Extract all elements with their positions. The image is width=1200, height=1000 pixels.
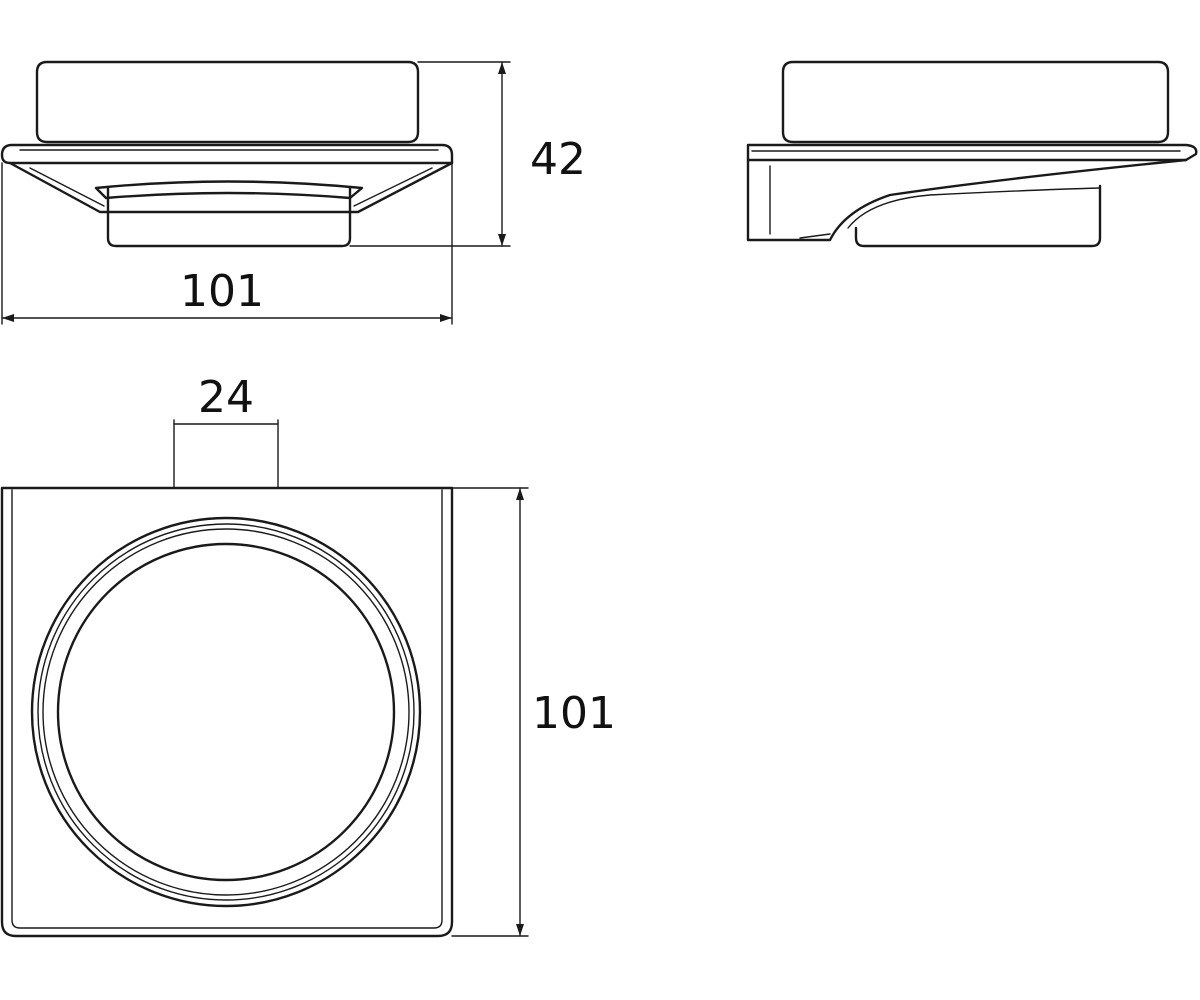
top-ring-3 [42, 528, 410, 896]
side-mount [746, 158, 1188, 242]
dim-width-arrow-right [440, 314, 452, 322]
dim-width-arrow-left [2, 314, 14, 322]
top-square-plate [0, 486, 454, 938]
front-bracket-inner [29, 167, 105, 207]
side-curve [847, 187, 1101, 229]
top-outer-ring [30, 516, 422, 908]
front-base-plate [0, 143, 454, 165]
front-bracket-inner-2 [353, 167, 433, 207]
front-view: 42 101 [0, 60, 586, 325]
dim-offset-label: 24 [198, 372, 254, 423]
dim-depth-arrow-bottom [516, 924, 524, 936]
side-view [746, 60, 1198, 248]
side-plate [746, 143, 1198, 162]
dim-width-label: 101 [180, 266, 264, 317]
dim-height-arrow-bottom [498, 234, 506, 246]
side-lower-cup [854, 184, 1102, 248]
front-bracket [8, 161, 454, 214]
top-view: 24 101 [0, 372, 616, 938]
front-lower-cup [106, 186, 352, 248]
dim-depth-label: 101 [532, 688, 616, 739]
dim-height-arrow-top [498, 62, 506, 74]
dim-height-label: 42 [530, 134, 586, 185]
top-square-inner [11, 489, 443, 929]
side-bottom-step [799, 233, 831, 239]
top-inner-ring [56, 542, 396, 882]
top-ring-2 [37, 523, 415, 901]
dim-depth-arrow-top [516, 488, 524, 500]
front-dish-top [35, 60, 420, 144]
side-dish-top [781, 60, 1170, 144]
front-collar [94, 180, 364, 200]
